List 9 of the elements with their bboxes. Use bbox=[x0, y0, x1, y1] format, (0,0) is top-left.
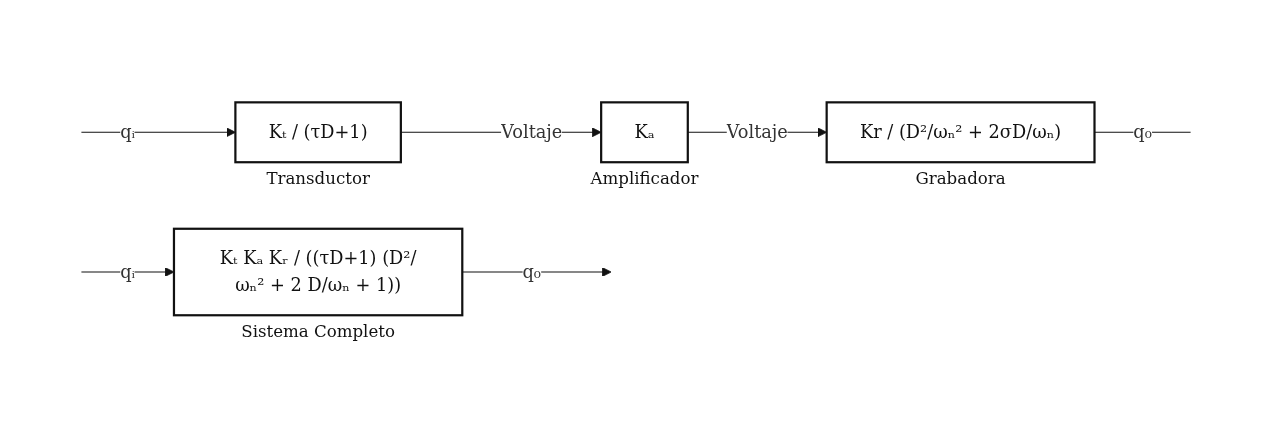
node-label: Kₐ bbox=[634, 121, 655, 143]
node-label: Kr / (D²/ωₙ² + 2σD/ωₙ) bbox=[859, 121, 1062, 143]
block-caption: Grabadora bbox=[915, 169, 1006, 189]
node-label: Kₜ / (τD+1) bbox=[268, 121, 368, 143]
block-caption: Transductor bbox=[266, 169, 370, 189]
arrow bbox=[80, 127, 236, 138]
block-caption: Sistema Completo bbox=[241, 322, 395, 342]
block-caption: Amplificador bbox=[590, 169, 699, 189]
node-label: Kₜ Kₐ Kᵣ / ((τD+1) (D²/ωₙ² + 2 D/ωₙ + 1)) bbox=[219, 247, 417, 296]
